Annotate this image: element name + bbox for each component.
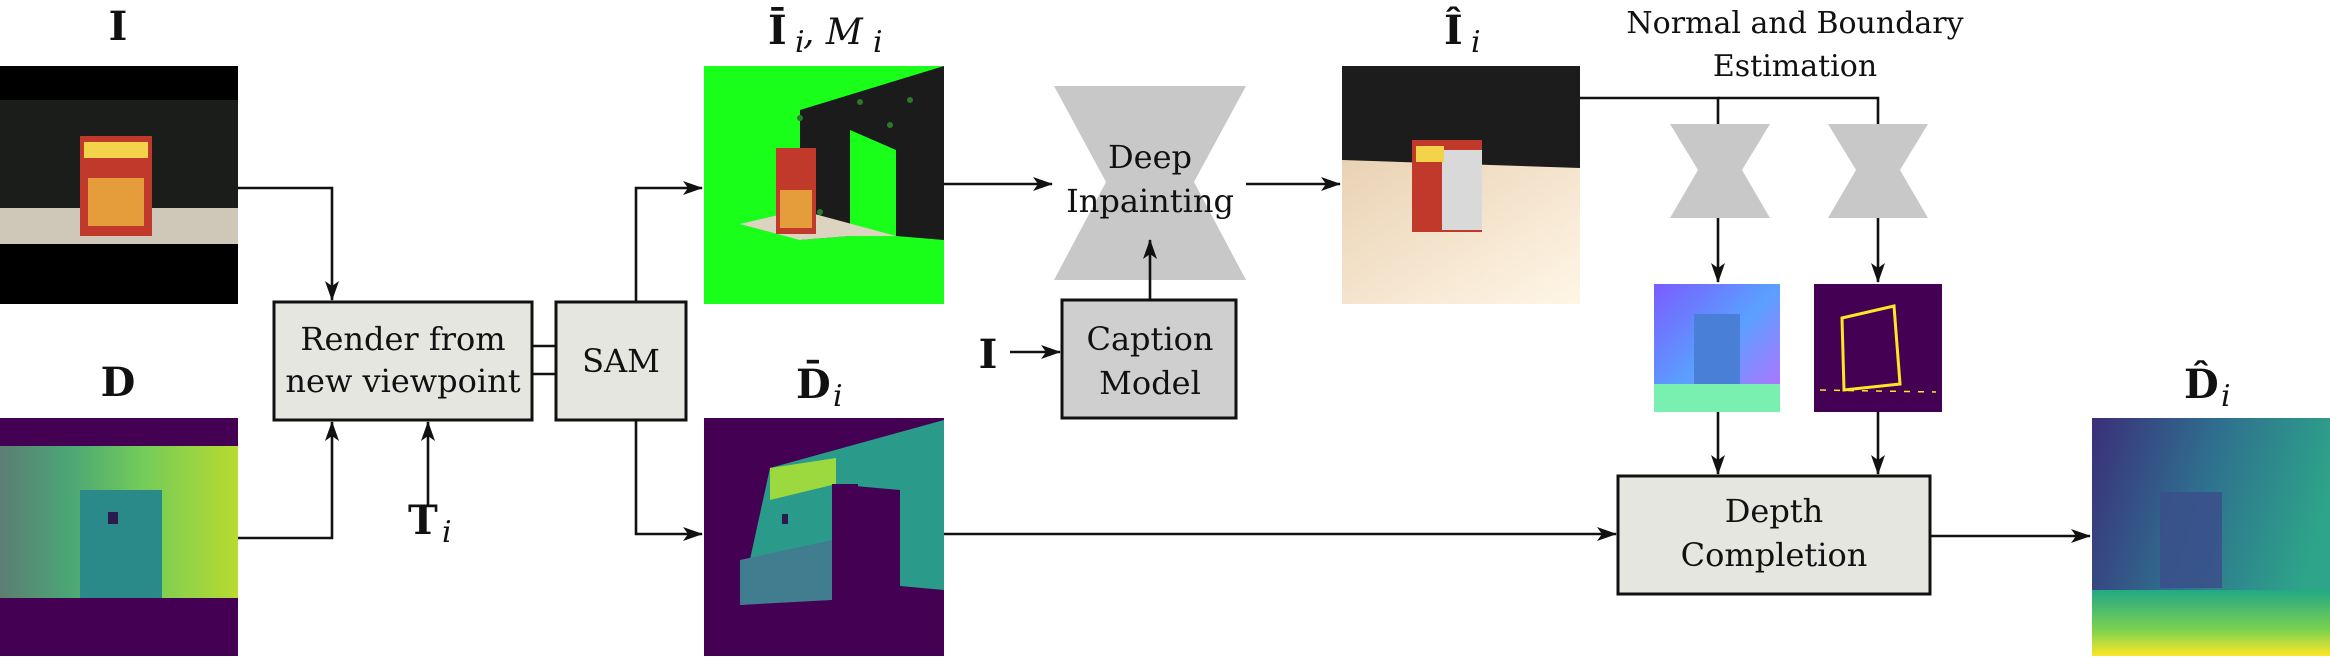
svg-text:Inpainting: Inpainting — [1066, 182, 1234, 220]
heading-masked-image: Ī i , M i — [768, 7, 883, 60]
svg-text:Depth: Depth — [1725, 492, 1824, 530]
masked-image-thumbnail — [704, 66, 944, 304]
transform-label: T i — [408, 497, 452, 550]
heading-input-image: I — [109, 3, 128, 50]
svg-text:Deep: Deep — [1108, 138, 1192, 176]
render-node: Render from new viewpoint — [272, 300, 534, 422]
caption-node: Caption Model — [1060, 298, 1238, 420]
inpainted-image-thumbnail — [1342, 66, 1580, 304]
svg-text:Completion: Completion — [1681, 536, 1868, 574]
edge-inpainted-to-boundary-est — [1718, 96, 1880, 124]
input-image-thumbnail — [0, 66, 238, 304]
svg-text:, M: , M — [803, 12, 864, 53]
masked-depth-thumbnail — [704, 418, 944, 656]
estimator-hourglass-boundary — [1828, 124, 1928, 218]
svg-text:Render from: Render from — [300, 320, 505, 358]
edge-inpainted-to-normal-est — [1580, 96, 1720, 124]
normal-map-thumbnail — [1654, 284, 1780, 412]
inpainting-hourglass: Deep Inpainting — [1054, 86, 1246, 280]
input-depth-thumbnail — [0, 418, 238, 656]
normal-boundary-label: Normal and Boundary Estimation — [1626, 6, 1963, 84]
svg-text:i: i — [442, 515, 452, 550]
svg-text:D̄: D̄ — [796, 361, 831, 408]
svg-text:Î: Î — [1444, 7, 1463, 54]
svg-text:Model: Model — [1099, 364, 1201, 402]
boundary-map-thumbnail — [1814, 284, 1942, 412]
heading-masked-depth: D̄ i — [796, 361, 843, 414]
svg-text:Caption: Caption — [1086, 320, 1213, 358]
heading-completed-depth: D̂ i — [2184, 361, 2231, 414]
svg-text:i: i — [833, 379, 843, 414]
estimator-hourglass-normal — [1670, 124, 1770, 218]
edge-sam-to-masked-depth — [634, 420, 703, 541]
edge-depth-to-render — [238, 421, 339, 540]
svg-text:T: T — [408, 497, 438, 544]
edge-image-to-render — [238, 186, 339, 301]
svg-text:i: i — [2221, 379, 2231, 414]
heading-input-depth: D — [101, 359, 136, 406]
svg-text:i: i — [1471, 25, 1481, 60]
svg-text:i: i — [795, 25, 805, 60]
svg-text:new viewpoint: new viewpoint — [285, 362, 520, 400]
depth-completion-node: Depth Completion — [1616, 474, 1932, 596]
completed-depth-thumbnail — [2092, 418, 2330, 656]
caption-input-label: I — [979, 331, 998, 378]
svg-text:D̂: D̂ — [2184, 361, 2219, 408]
svg-text:i: i — [873, 25, 883, 60]
svg-text:Estimation: Estimation — [1713, 49, 1877, 84]
svg-text:SAM: SAM — [582, 342, 660, 380]
svg-text:Normal and Boundary: Normal and Boundary — [1626, 6, 1963, 41]
sam-node: SAM — [554, 300, 688, 422]
heading-inpainted-image: Î i — [1444, 7, 1481, 60]
edge-sam-to-masked-image — [634, 181, 703, 302]
svg-text:Ī: Ī — [768, 7, 787, 54]
